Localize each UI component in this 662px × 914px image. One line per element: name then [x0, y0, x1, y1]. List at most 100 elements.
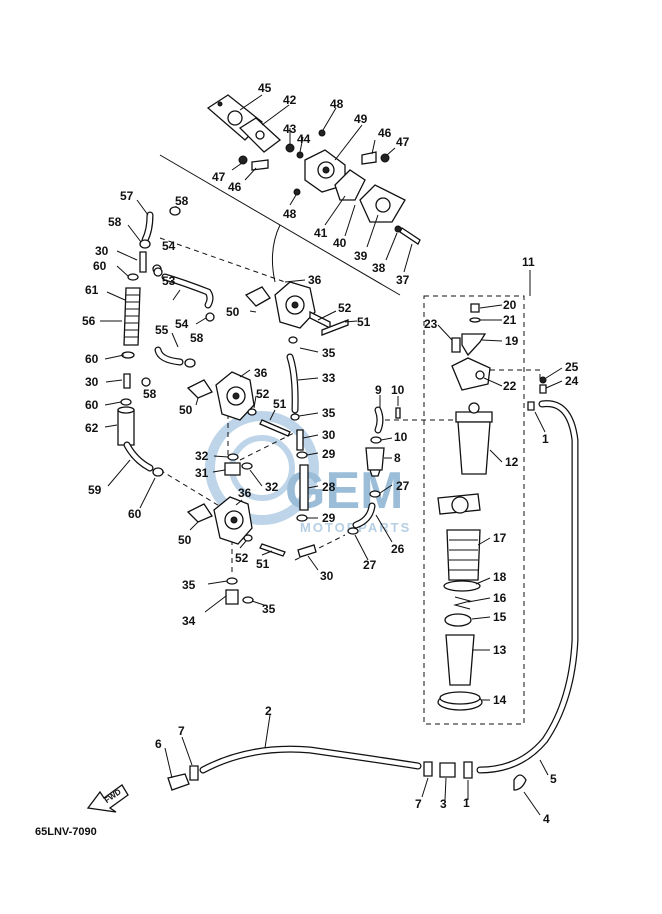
callout-50: 50 [178, 533, 192, 547]
callout-62: 62 [85, 421, 99, 435]
callout-21: 21 [503, 313, 517, 327]
callout-30: 30 [85, 375, 99, 389]
centre-fittings [212, 429, 319, 522]
callout-36: 36 [254, 366, 268, 380]
callout-46: 46 [378, 126, 392, 140]
callout-17: 17 [493, 531, 507, 545]
callout-59: 59 [88, 483, 102, 497]
callout-60: 60 [128, 507, 142, 521]
callout-22: 22 [503, 379, 517, 393]
callout-47: 47 [396, 135, 410, 149]
callout-31: 31 [195, 466, 209, 480]
callout-2: 2 [265, 704, 272, 718]
callout-60: 60 [85, 352, 99, 366]
callout-58: 58 [108, 215, 122, 229]
callout-58: 58 [175, 194, 189, 208]
callout-52: 52 [338, 301, 352, 315]
callout-26: 26 [391, 542, 405, 556]
callout-13: 13 [493, 643, 507, 657]
fwd-arrow-icon: FWD [86, 784, 129, 813]
callout-29: 29 [322, 511, 336, 525]
callout-36: 36 [238, 486, 252, 500]
filter-assembly [437, 270, 563, 711]
callout-34: 34 [182, 614, 196, 628]
callout-51: 51 [273, 397, 287, 411]
fuel-pump-3 [186, 496, 319, 613]
callout-54: 54 [175, 317, 189, 331]
callout-37: 37 [396, 273, 410, 287]
callout-36: 36 [308, 273, 322, 287]
callout-56: 56 [82, 314, 96, 328]
callout-58: 58 [143, 387, 157, 401]
callout-35: 35 [322, 346, 336, 360]
callout-33: 33 [322, 371, 336, 385]
callout-16: 16 [493, 591, 507, 605]
callout-1: 1 [463, 796, 470, 810]
callout-30: 30 [95, 244, 109, 258]
callout-11: 11 [522, 255, 535, 269]
callout-24: 24 [565, 374, 579, 388]
callout-27: 27 [363, 558, 377, 572]
fuel-pump-1 [244, 279, 358, 353]
callout-40: 40 [333, 236, 347, 250]
callout-51: 51 [357, 315, 371, 329]
callout-50: 50 [226, 305, 240, 319]
callout-14: 14 [493, 693, 507, 707]
callout-23: 23 [424, 317, 438, 331]
callout-43: 43 [283, 122, 297, 136]
callout-48: 48 [283, 207, 297, 221]
main-fuel-lines [164, 400, 579, 816]
callout-19: 19 [505, 334, 519, 348]
callout-49: 49 [354, 112, 368, 126]
callout-53: 53 [162, 274, 176, 288]
callout-35: 35 [182, 578, 196, 592]
callout-35: 35 [262, 602, 276, 616]
callout-60: 60 [85, 398, 99, 412]
callout-52: 52 [235, 551, 249, 565]
callout-5: 5 [550, 772, 557, 786]
callout-48: 48 [330, 97, 344, 111]
callout-45: 45 [258, 81, 272, 95]
callout-32: 32 [265, 480, 279, 494]
diagram-code: 65LNV-7090 [35, 826, 97, 838]
callout-7: 7 [415, 797, 422, 811]
callout-25: 25 [565, 360, 579, 374]
callout-10: 10 [391, 383, 405, 397]
callout-51: 51 [256, 557, 270, 571]
top-pump-exploded [206, 94, 421, 273]
callout-15: 15 [493, 610, 507, 624]
callout-35: 35 [322, 406, 336, 420]
callout-12: 12 [505, 455, 519, 469]
callout-50: 50 [179, 403, 193, 417]
fuel-pump-2 [186, 353, 319, 437]
callout-29: 29 [322, 447, 336, 461]
callout-44: 44 [297, 132, 311, 146]
callout-60: 60 [93, 259, 107, 273]
right-fittings [347, 395, 401, 561]
callout-41: 41 [314, 226, 328, 240]
callout-20: 20 [503, 298, 517, 312]
callout-4: 4 [543, 812, 550, 826]
callout-46: 46 [228, 180, 242, 194]
callout-52: 52 [256, 387, 270, 401]
callout-9: 9 [375, 383, 382, 397]
callouts: 1 1 2 3 4 5 6 7 7 8 9 10 10 11 12 13 14 … [82, 81, 579, 826]
callout-42: 42 [283, 93, 297, 107]
callout-30: 30 [322, 428, 336, 442]
filter-assembly-box [423, 295, 525, 725]
callout-6: 6 [155, 737, 162, 751]
callout-28: 28 [322, 480, 336, 494]
callout-10: 10 [394, 430, 408, 444]
callout-27: 27 [396, 479, 410, 493]
callout-55: 55 [155, 323, 169, 337]
callout-57: 57 [120, 189, 134, 203]
callout-3: 3 [440, 797, 447, 811]
callout-58: 58 [190, 331, 204, 345]
callout-32: 32 [195, 449, 209, 463]
callout-1: 1 [542, 432, 549, 446]
callout-61: 61 [85, 283, 99, 297]
callout-38: 38 [372, 261, 386, 275]
callout-7: 7 [178, 724, 185, 738]
callout-8: 8 [394, 451, 401, 465]
